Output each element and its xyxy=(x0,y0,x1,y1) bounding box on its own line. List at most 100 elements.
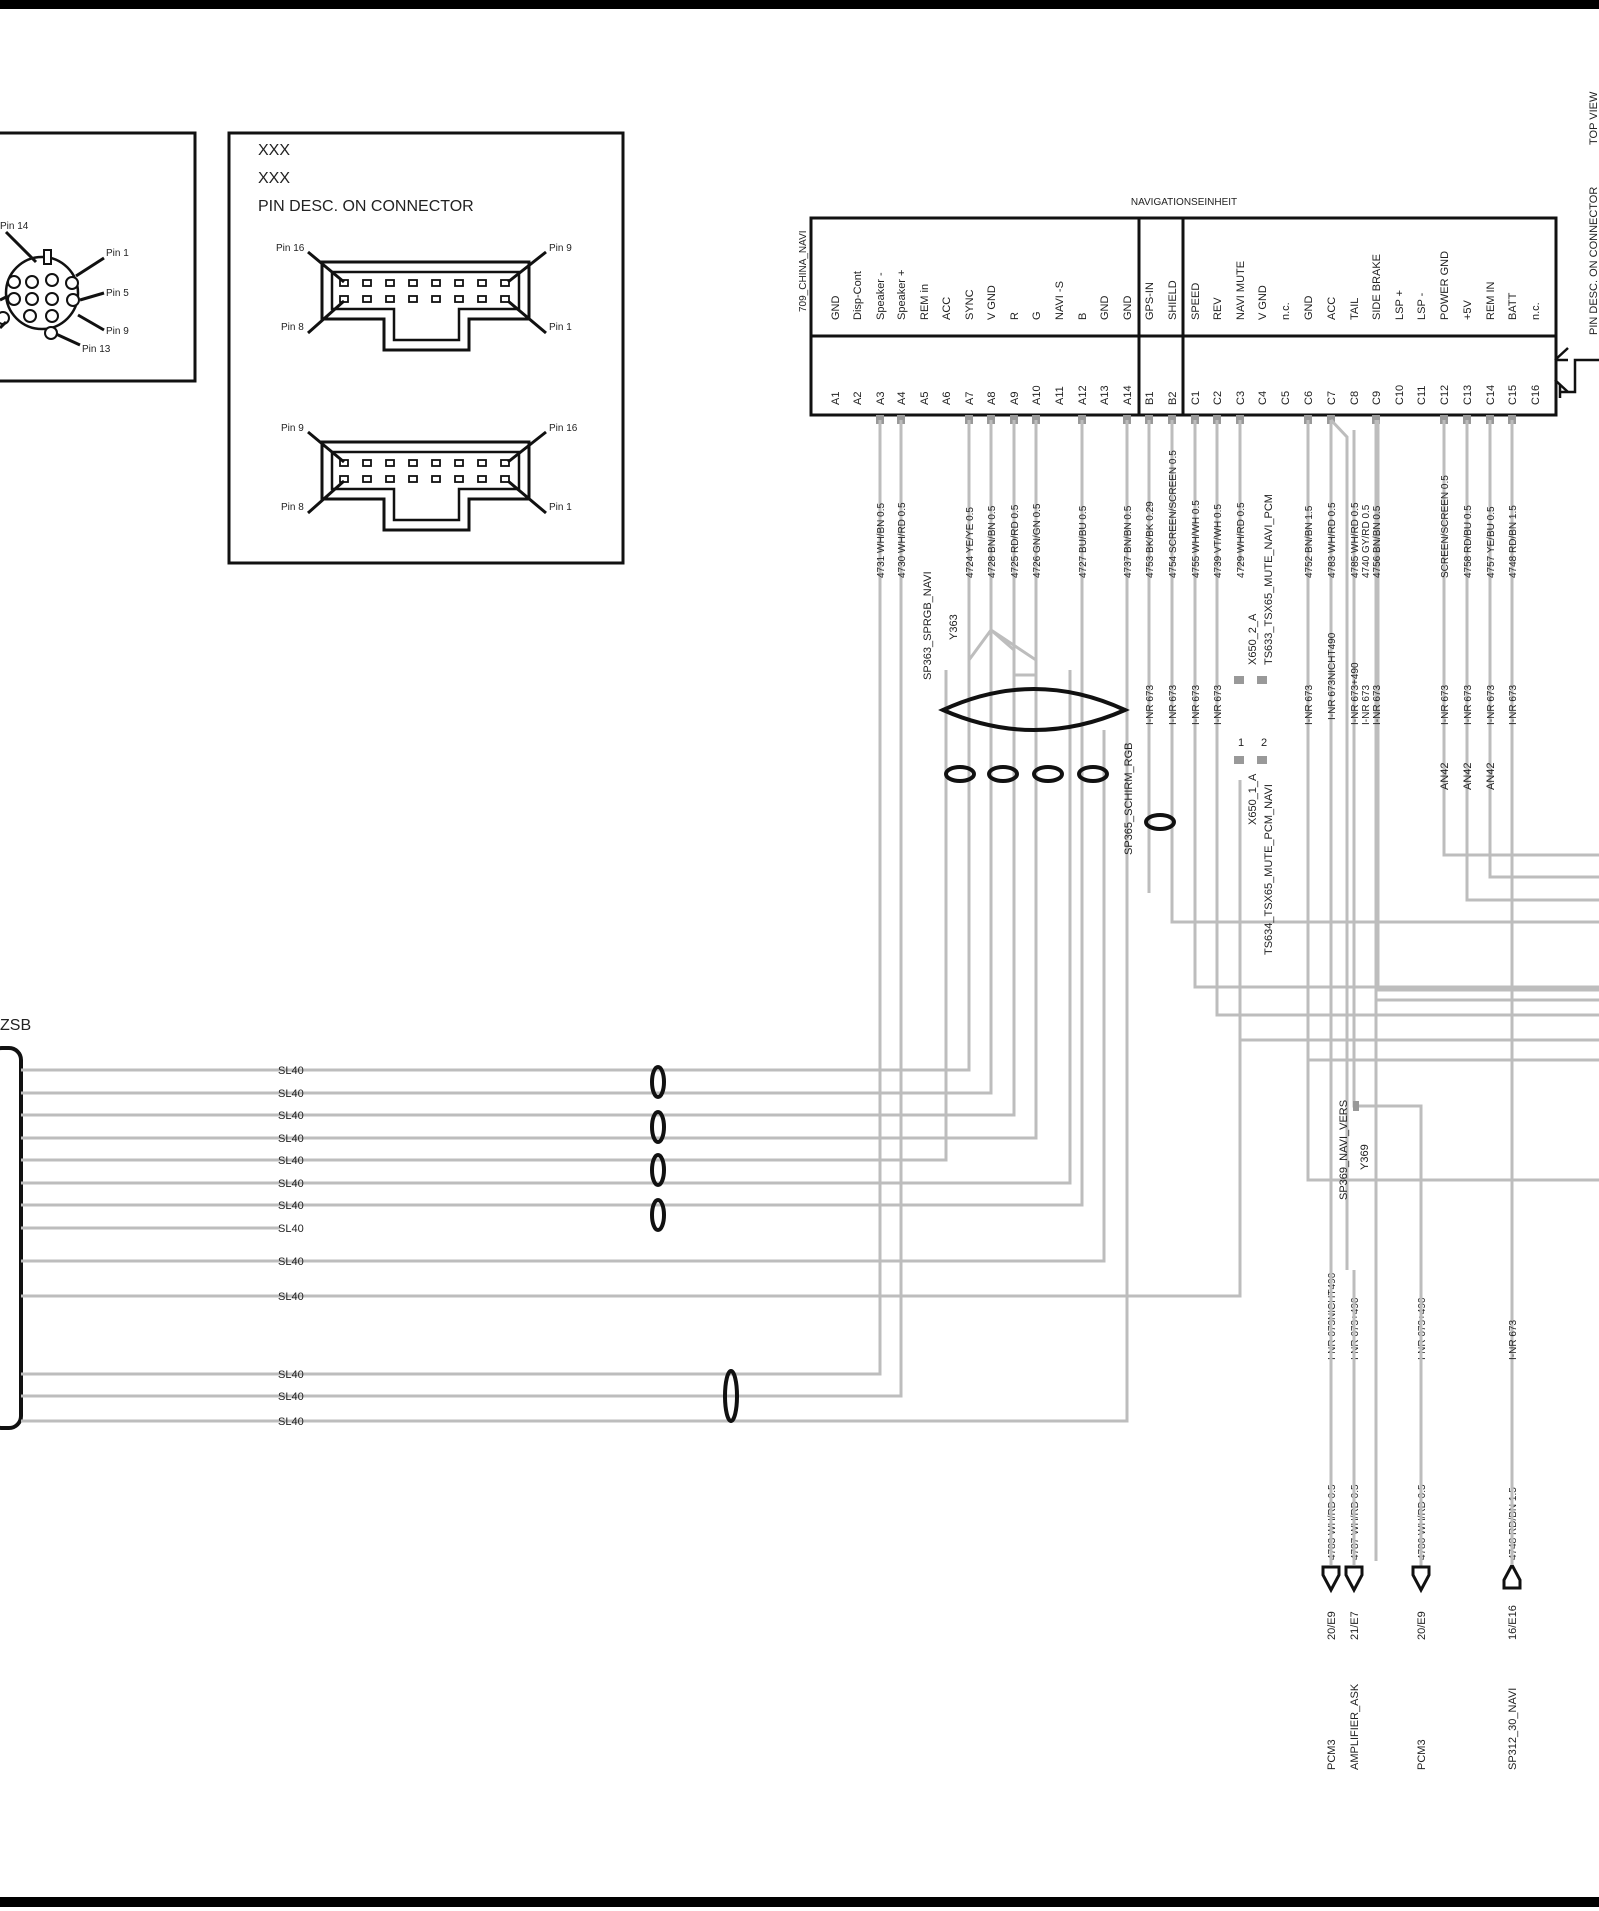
inr-label: I-NR 673 xyxy=(1145,685,1156,725)
wire-label: 4739 VT/WH 0.5 xyxy=(1213,504,1224,578)
nav-pin-id: C6 xyxy=(1303,391,1315,405)
wire-label: 4730 WH/RD 0.5 xyxy=(897,502,908,578)
nav-pin-name: G xyxy=(1031,311,1043,320)
nav-pin-name: Speaker - xyxy=(875,272,887,320)
nav-pin-name: POWER GND xyxy=(1439,251,1451,320)
wire-label: 4727 BU/BU 0.5 xyxy=(1078,505,1089,578)
output-connector-icon xyxy=(1344,1565,1364,1594)
nav-pin-id: A4 xyxy=(896,392,908,405)
pin-terminal xyxy=(1486,415,1494,424)
nav-pin-id: C12 xyxy=(1439,385,1451,405)
sl40-label: SL40 xyxy=(278,1256,304,1268)
nav-pin-name: V GND xyxy=(1257,285,1269,320)
y363-label: Y363 xyxy=(948,614,960,640)
nav-pin-name: R xyxy=(1009,312,1021,320)
pin-label-5: Pin 5 xyxy=(106,288,129,299)
an42-label-2: AN42 xyxy=(1462,762,1474,790)
nav-pin-name: ACC xyxy=(941,297,953,320)
pin-terminal xyxy=(1508,415,1516,424)
pin-terminal xyxy=(1372,415,1380,424)
xxx-line-1: XXX xyxy=(258,142,290,159)
nav-pin-id: C1 xyxy=(1190,391,1202,405)
xxx-line-2: XXX xyxy=(258,170,290,187)
nav-pin-id: C2 xyxy=(1212,391,1224,405)
inr-label: I-NR 673 xyxy=(1463,685,1474,725)
nav-pin-id: C10 xyxy=(1394,385,1406,405)
top-border xyxy=(0,0,1599,9)
pin-terminal xyxy=(1078,415,1086,424)
sp363-label: SP363_SPRGB_NAVI xyxy=(922,571,934,680)
nav-pin-id: C9 xyxy=(1371,391,1383,405)
pin-label-9: Pin 9 xyxy=(106,326,129,337)
upper-pin-br: Pin 1 xyxy=(549,322,572,333)
sl40-label: SL40 xyxy=(278,1155,304,1167)
pin-terminal xyxy=(987,415,995,424)
wire-label: 4725 RD/RD 0.5 xyxy=(1010,504,1021,578)
nav-pin-name: SIDE BRAKE xyxy=(1371,254,1383,320)
wire-label: 4752 BN/BN 1.5 xyxy=(1304,505,1315,578)
nav-pin-name: SPEED xyxy=(1190,283,1202,320)
nav-connector-name: 709_CHINA_NAVI xyxy=(798,230,809,312)
nav-pin-id: C7 xyxy=(1326,391,1338,405)
lower-pin-tl: Pin 9 xyxy=(281,423,304,434)
nav-pin-name: SHIELD xyxy=(1167,280,1179,320)
wire-label: 4728 BN/BN 0.5 xyxy=(987,505,998,578)
terminal-pin-2: 2 xyxy=(1261,737,1267,749)
pin-terminal xyxy=(1463,415,1471,424)
x650-1-label: X650_1_A xyxy=(1247,773,1259,825)
nav-pin-name: n.c. xyxy=(1530,302,1542,320)
nav-pin-id: A6 xyxy=(941,392,953,405)
wire-network xyxy=(0,418,1599,1570)
wire-label: 4755 WH/WH 0.5 xyxy=(1191,500,1202,578)
nav-pin-name: NAVI -S xyxy=(1054,281,1066,320)
nav-pin-id: A7 xyxy=(964,392,976,405)
nav-pin-id: A13 xyxy=(1099,385,1111,405)
lower-inr-label: I-NR 673 xyxy=(1508,1320,1519,1360)
splice-sp369: SP369_NAVI_VERS Y369 xyxy=(1338,1100,1371,1200)
inr-label: I-NR 673 xyxy=(1213,685,1224,725)
nav-pin-name: TAIL xyxy=(1349,298,1361,320)
wire-label: 4758 RD/BU 0.5 xyxy=(1463,505,1474,578)
pin-terminal xyxy=(1168,415,1176,424)
lower-ref-label: 21/E7 xyxy=(1349,1611,1361,1640)
lower-pin-br: Pin 1 xyxy=(549,502,572,513)
nav-pin-name: REM in xyxy=(919,284,931,320)
lower-dest-label: PCM3 xyxy=(1416,1739,1428,1770)
nav-pin-id: C13 xyxy=(1462,385,1474,405)
x650-2-label: X650_2_A xyxy=(1247,613,1259,665)
lower-ref-label: 16/E16 xyxy=(1507,1605,1519,1640)
pin-terminal xyxy=(1236,415,1244,424)
sl40-label: SL40 xyxy=(278,1291,304,1303)
upper-pin-bl: Pin 8 xyxy=(281,322,304,333)
inr-label: I-NR 673 xyxy=(1372,685,1383,725)
sl40-label: SL40 xyxy=(278,1110,304,1122)
nav-pin-name: SYNC xyxy=(964,289,976,320)
inr-label: I-NR 673 xyxy=(1361,685,1372,725)
nav-pin-name: n.c. xyxy=(1280,302,1292,320)
pin-desc-title: PIN DESC. ON CONNECTOR xyxy=(258,198,474,215)
sl40-label: SL40 xyxy=(278,1200,304,1212)
nav-pin-name: NAVI MUTE xyxy=(1235,261,1247,320)
twist-markers xyxy=(650,1065,739,1423)
nav-pin-id: A5 xyxy=(919,392,931,405)
nav-pin-id: C5 xyxy=(1280,391,1292,405)
sl40-label: SL40 xyxy=(278,1065,304,1077)
inr-label: I-NR 673 xyxy=(1440,685,1451,725)
wire-label: 4729 WH/RD 0.5 xyxy=(1236,502,1247,578)
nav-unit-title: NAVIGATIONSEINHEIT xyxy=(1131,197,1237,208)
arrow-marker-upper xyxy=(1554,347,1599,398)
nav-pin-id: A1 xyxy=(830,392,842,405)
x650-terminals: 1 2 X650_2_A TS633_TSX65_MUTE_NAVI_PCM X… xyxy=(1234,494,1275,955)
inr-label: I-NR 673 xyxy=(1508,685,1519,725)
nav-pin-id: C16 xyxy=(1530,385,1542,405)
bottom-border xyxy=(0,1897,1599,1907)
inr-label: I-NR 673 xyxy=(1304,685,1315,725)
upper-pin-tr: Pin 9 xyxy=(549,243,572,254)
sp369-label: SP369_NAVI_VERS xyxy=(1338,1100,1350,1200)
wire-label: 4753 BK/BK 0.29 xyxy=(1145,501,1156,578)
wire-label: 4785 WH/RD 0.5 xyxy=(1350,502,1361,578)
nav-pin-id: A10 xyxy=(1031,385,1043,405)
